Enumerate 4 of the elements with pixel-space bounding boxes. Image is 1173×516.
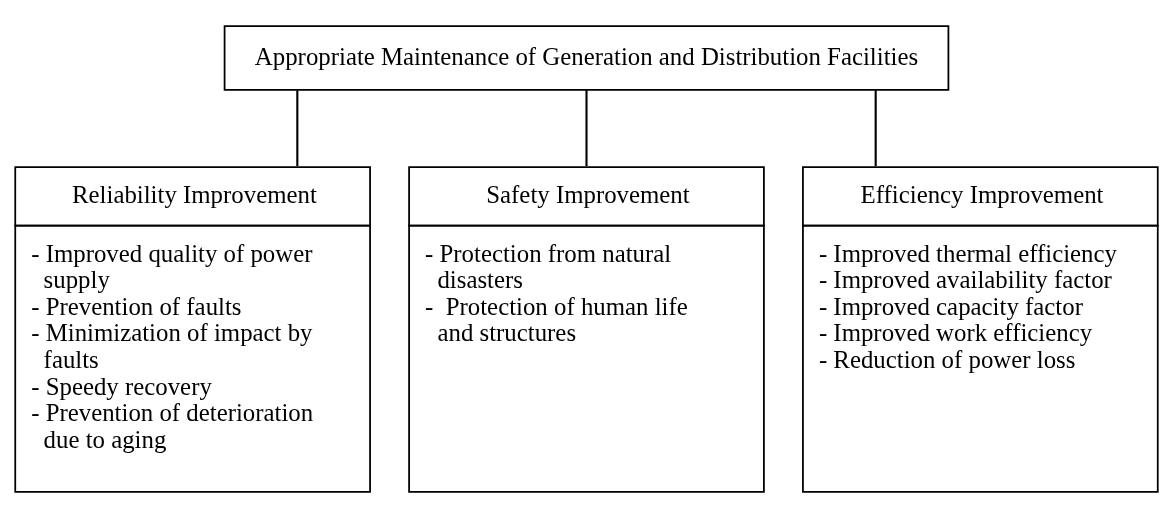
- connector: [585, 89, 588, 166]
- node-box: Appropriate Maintenance of Generation and Distribution Facilities: [223, 24, 950, 91]
- connector: [296, 89, 299, 166]
- connector: [874, 89, 877, 166]
